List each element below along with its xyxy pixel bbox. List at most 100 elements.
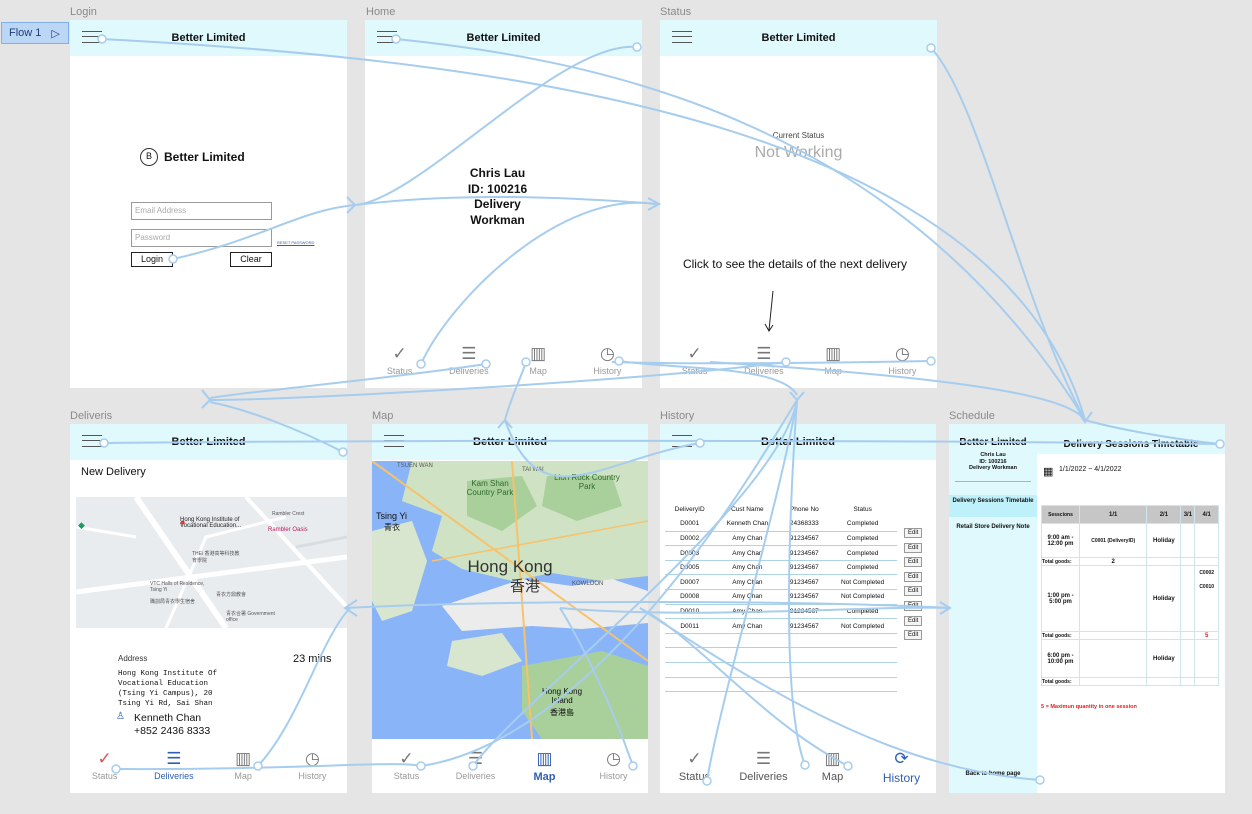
user-role-2: Workman bbox=[470, 212, 525, 227]
back-home-link[interactable]: Back to home page bbox=[965, 771, 1021, 777]
city-map[interactable]: TSUEN WAN Kam Shan Country Park Lion Roc… bbox=[372, 461, 648, 739]
clear-button[interactable]: Clear bbox=[230, 252, 272, 267]
status-frame: Better Limited Current Status Not Workin… bbox=[660, 20, 937, 388]
table-cell: Amy Chan bbox=[714, 560, 781, 576]
total-label: Total goods: bbox=[1041, 631, 1080, 640]
nav-label: Map bbox=[234, 771, 252, 781]
nav-map[interactable]: ▥Map bbox=[515, 749, 575, 785]
login-frame: Better Limited B Better Limited Email Ad… bbox=[70, 20, 347, 388]
nav-status[interactable]: ✓Status bbox=[75, 749, 135, 785]
edit-button[interactable]: Edit bbox=[904, 528, 923, 538]
timetable-cell[interactable] bbox=[1194, 639, 1219, 678]
bottom-nav: ✓Status ☰Deliveries ▥Map ◷History bbox=[660, 344, 937, 380]
nav-status[interactable]: ✓Status bbox=[665, 749, 725, 785]
nav-label: Status bbox=[386, 366, 413, 376]
user-card: Chris Lau ID: 100216 Delivery Workman bbox=[425, 166, 570, 228]
timetable-cell[interactable]: Holiday bbox=[1146, 523, 1182, 558]
map-icon: ▥ bbox=[235, 749, 252, 768]
edit-button[interactable]: Edit bbox=[904, 630, 923, 641]
nav-history[interactable]: ◷History bbox=[282, 749, 342, 785]
sidebar-item-delivery-note[interactable]: Retail Store Delivery Note bbox=[956, 524, 1030, 530]
table-header-row: DeliveryID Cust Name Phone No Status bbox=[665, 502, 897, 517]
header-title: Better Limited bbox=[761, 436, 835, 448]
edit-button[interactable]: Edit bbox=[904, 557, 923, 568]
sidebar-item-timetable[interactable]: Delivery Sessions Timetable bbox=[949, 495, 1037, 517]
nav-label: Status bbox=[678, 771, 711, 783]
history-frame: Better Limited DeliveryID Cust Name Phon… bbox=[660, 424, 936, 793]
flow-start-tag[interactable]: Flow 1 ▷ bbox=[1, 22, 69, 44]
nav-label: Map bbox=[821, 771, 844, 783]
timetable-cell[interactable] bbox=[1078, 565, 1148, 632]
login-button[interactable]: Login bbox=[131, 252, 173, 267]
nav-deliveries[interactable]: ☰Deliveries bbox=[144, 749, 204, 785]
nav-deliveries[interactable]: ☰Deliveries bbox=[439, 344, 499, 380]
hint-arrow-icon bbox=[764, 290, 774, 332]
table-cell: D0002 bbox=[665, 531, 715, 547]
church-label: 青衣方鼎教會 bbox=[216, 592, 247, 598]
city-label: Hong Kong bbox=[467, 557, 553, 576]
edit-button[interactable]: Edit bbox=[904, 586, 923, 597]
edit-button[interactable]: Edit bbox=[904, 571, 923, 582]
island-label: Hong Kong Island bbox=[541, 687, 583, 705]
person-icon: ♙ bbox=[116, 711, 125, 722]
table-cell: 91234567 bbox=[780, 604, 829, 620]
menu-icon[interactable] bbox=[82, 31, 102, 43]
edit-button[interactable]: Edit bbox=[904, 542, 923, 553]
nav-status[interactable]: ✓Status bbox=[377, 749, 437, 785]
nav-deliveries[interactable]: ☰Deliveries bbox=[446, 749, 506, 785]
nav-map[interactable]: ▥Map bbox=[803, 344, 863, 380]
password-field[interactable]: Password bbox=[131, 229, 272, 247]
nav-history[interactable]: ◷History bbox=[584, 749, 644, 785]
timetable-cell[interactable]: C0001 (DeliveryID) bbox=[1078, 523, 1148, 558]
app-header: Better Limited bbox=[372, 424, 648, 460]
timetable-cell[interactable] bbox=[1180, 639, 1196, 678]
nav-label: History bbox=[882, 771, 921, 785]
col-day-3: 3/1 bbox=[1180, 505, 1196, 524]
logo-text: Better Limited bbox=[164, 150, 245, 164]
tsing-yi-label: Tsing Yi bbox=[376, 511, 408, 521]
nav-status[interactable]: ✓Status bbox=[665, 344, 725, 380]
table-cell: 24368333 bbox=[780, 516, 829, 532]
play-icon[interactable]: ▷ bbox=[51, 27, 60, 40]
app-header: Better Limited bbox=[365, 20, 642, 56]
refresh-clock-icon: ⟳ bbox=[894, 749, 909, 768]
nav-map[interactable]: ▥Map bbox=[803, 749, 863, 785]
sidebar-user: Chris Lau ID: 100216 Delivery Workman bbox=[949, 452, 1037, 472]
delivery-map[interactable]: Hong Kong Institute of Vocational Educat… bbox=[76, 497, 347, 628]
nav-deliveries[interactable]: ☰Deliveries bbox=[734, 749, 794, 785]
nav-deliveries[interactable]: ☰Deliveries bbox=[734, 344, 794, 380]
nav-history[interactable]: ◷History bbox=[872, 344, 932, 380]
nav-status[interactable]: ✓Status bbox=[370, 344, 430, 380]
nav-history[interactable]: ⟳ History bbox=[872, 749, 932, 785]
timetable-cell[interactable] bbox=[1180, 565, 1196, 632]
ive-pin-icon: ● bbox=[180, 517, 186, 527]
timetable-cell[interactable]: Holiday bbox=[1146, 639, 1182, 678]
max-quantity-note: 5 = Maximun quantity in one session bbox=[1041, 704, 1137, 710]
timetable-cell[interactable] bbox=[1180, 523, 1196, 558]
park-pin-icon: ◆ bbox=[78, 520, 85, 530]
timetable-cell[interactable]: Holiday bbox=[1146, 565, 1182, 632]
nav-history[interactable]: ◷History bbox=[577, 344, 637, 380]
eta-value: 23 mins bbox=[293, 653, 332, 665]
flow-label: Flow 1 bbox=[9, 27, 42, 39]
deliveries-frame: Better Limited New Delivery Hong Kong In… bbox=[70, 424, 347, 793]
col-delivery-id: DeliveryID bbox=[674, 505, 705, 513]
email-field[interactable]: Email Address bbox=[131, 202, 272, 220]
date-range: 1/1/2022 ~ 4/1/2022 bbox=[1059, 466, 1122, 473]
nav-map[interactable]: ▥ Map bbox=[213, 749, 273, 785]
schedule-frame: Better Limited Chris Lau ID: 100216 Deli… bbox=[949, 424, 1225, 793]
menu-icon[interactable] bbox=[82, 435, 102, 447]
reset-password-link[interactable]: RESET PASSWORD bbox=[277, 240, 315, 245]
timetable-cell[interactable] bbox=[1078, 639, 1148, 678]
nav-map[interactable]: ▥Map bbox=[508, 344, 568, 380]
timetable-cell[interactable] bbox=[1194, 523, 1219, 558]
